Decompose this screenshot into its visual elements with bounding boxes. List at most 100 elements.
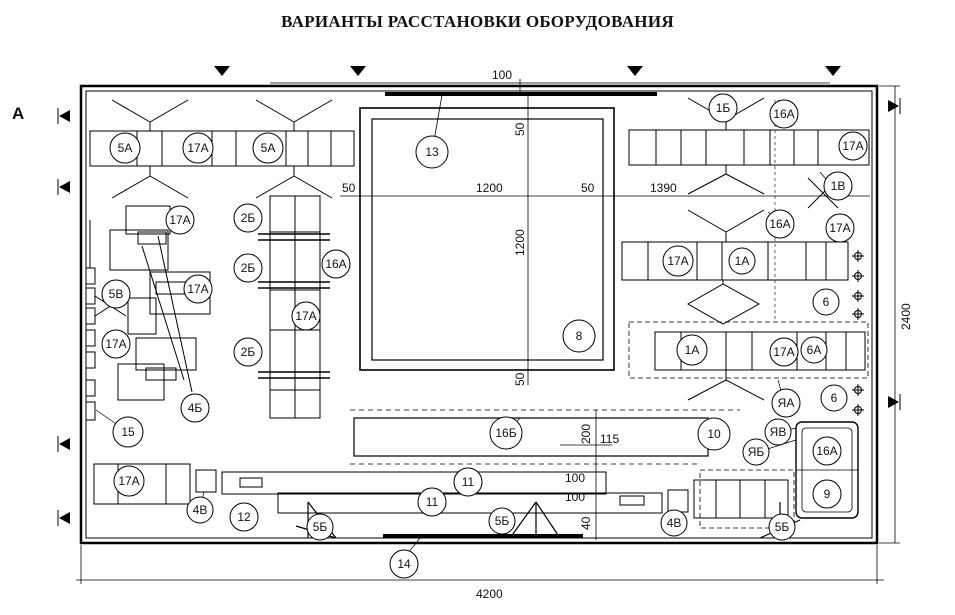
label-text: 5А [118, 141, 133, 155]
equipment-label-l12: 12 [229, 502, 259, 532]
label-text: ЯБ [748, 445, 765, 459]
equipment-label-l5a-1: 5А [109, 132, 141, 164]
label-text: 4В [667, 516, 682, 530]
label-text: 17А [169, 213, 190, 227]
label-text: 17А [187, 141, 208, 155]
equipment-label-l1a-1: 1А [728, 247, 756, 275]
equipment-label-l4v-1: 4В [186, 496, 214, 524]
label-circle [229, 502, 259, 532]
equipment-label-l17a-4: 17А [662, 245, 694, 277]
label-circle [417, 487, 447, 517]
label-text: 17А [295, 309, 316, 323]
cranes-right-upper [687, 97, 839, 242]
equipment-label-l17a-5: 17А [769, 337, 799, 367]
dim-aisle-gap: 115 [600, 432, 619, 446]
equipment-label-l13: 13 [415, 135, 449, 169]
label-circle [112, 416, 144, 448]
label-text: 1А [685, 343, 700, 357]
cranes-left-upper [111, 99, 333, 199]
label-circle [183, 274, 213, 304]
equipment-label-l17a-2: 17А [838, 131, 868, 161]
label-circle [233, 253, 263, 283]
equipment-label-l11-1: 11 [453, 467, 483, 497]
equipment-label-l16a-1: 16А [769, 99, 799, 129]
label-text: 6 [823, 295, 830, 309]
equipment-label-l17a-3: 17А [825, 213, 855, 243]
label-text: 5Б [313, 520, 328, 534]
equipment-label-l17a-8: 17А [183, 274, 213, 304]
label-circle [769, 337, 799, 367]
label-text: 5А [261, 141, 276, 155]
label-text: 6 [831, 391, 838, 405]
wall-fixtures-right [852, 250, 864, 416]
equipment-label-lya-b: ЯБ [742, 438, 770, 466]
dim-center-span: 1200 [476, 181, 503, 195]
label-text: 16А [773, 107, 794, 121]
crane-diamond [686, 283, 761, 325]
label-text: 6А [807, 343, 822, 357]
equipment-label-l17a-10: 17А [113, 465, 145, 497]
label-text: 16А [816, 444, 837, 458]
equipment-label-l16b: 16Б [489, 416, 523, 450]
label-circle [768, 513, 796, 541]
label-circle [764, 418, 792, 446]
label-text: ЯА [778, 396, 795, 410]
equipment-label-l6-1: 6 [812, 288, 840, 316]
equipment-label-lya-v: ЯВ [764, 418, 792, 446]
dimension-texts: 4200 2400 100 1200 1200 50 50 1390 50 50… [342, 68, 913, 601]
label-circle [820, 384, 848, 412]
label-circle [101, 329, 131, 359]
label-circle [838, 131, 868, 161]
label-circle [180, 393, 210, 423]
machine-16b [353, 417, 709, 457]
label-text: 1А [735, 254, 750, 268]
label-text: 15 [121, 425, 135, 439]
label-circle [562, 319, 596, 353]
label-circle [662, 245, 694, 277]
outer-wall [79, 84, 879, 545]
equipment-label-l17a-1: 17А [182, 132, 214, 164]
label-circle [765, 209, 795, 239]
jib-cranes-bottom [295, 501, 801, 539]
label-circle [800, 336, 828, 364]
dim-top-offset: 50 [513, 122, 527, 136]
label-text: 17А [667, 254, 688, 268]
section-markers [59, 66, 899, 524]
equipment-label-l5b-2: 5Б [488, 507, 516, 535]
label-circle [252, 132, 284, 164]
label-circle [771, 388, 801, 418]
equipment-label-l17a-7: 17А [291, 301, 321, 331]
label-circle [812, 436, 842, 466]
section-marker-lines [57, 98, 901, 526]
dim-right-margin: 50 [581, 181, 595, 195]
equipment-label-l2b-3: 2Б [233, 337, 263, 367]
equipment-label-l1a-2: 1А [676, 334, 708, 366]
label-text: 17А [105, 337, 126, 351]
label-circle [233, 203, 263, 233]
label-circle [186, 496, 214, 524]
equipment-label-l17a-6: 17А [165, 205, 195, 235]
label-circle [415, 135, 449, 169]
machine-row-bottom-right [693, 479, 789, 519]
equipment-label-l5b-3: 5Б [768, 513, 796, 541]
label-circle [182, 132, 214, 164]
label-text: 16Б [495, 426, 516, 440]
bottom-wall-fixture [383, 534, 583, 538]
equipment-label-l5b-1: 5Б [306, 513, 334, 541]
dimension-lines [76, 79, 900, 584]
label-circle [728, 247, 756, 275]
dim-right-span: 1390 [650, 181, 677, 195]
dim-bottom-gap: 40 [579, 516, 593, 530]
top-wall-fixture [385, 92, 657, 96]
label-text: 2Б [241, 261, 256, 275]
equipment-label-lya-a: ЯА [771, 388, 801, 418]
dashed-zone-right [628, 321, 869, 379]
dim-left-margin: 50 [342, 181, 356, 195]
equipment-label-l8: 8 [562, 319, 596, 353]
central-zone-inner [371, 118, 604, 361]
label-circle [769, 99, 799, 129]
label-circle [812, 479, 842, 509]
label-text: 1Б [716, 101, 731, 115]
label-circle [697, 417, 731, 451]
